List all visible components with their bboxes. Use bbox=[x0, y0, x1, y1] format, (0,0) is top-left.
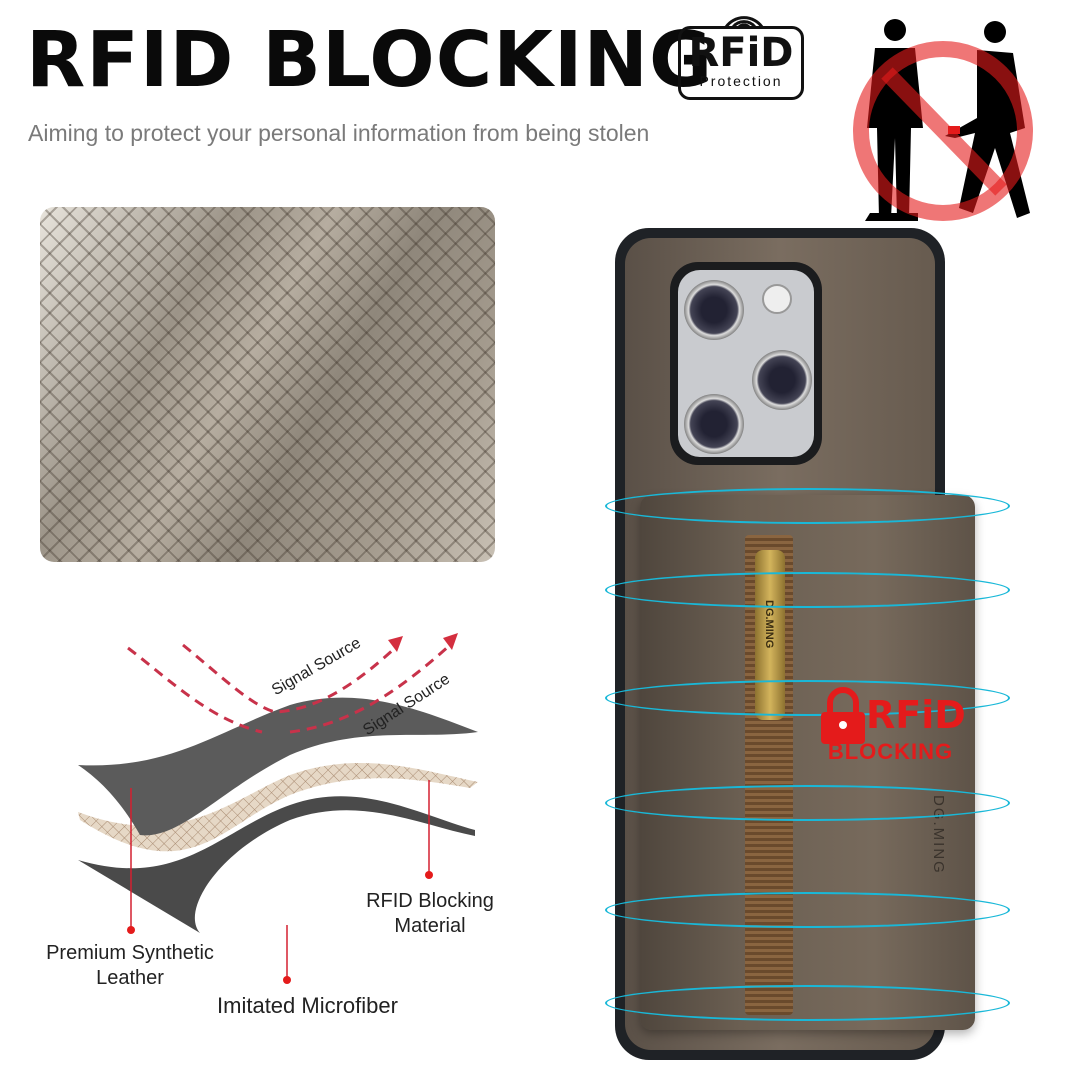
rfid-protection-badge: RFiD Protection bbox=[678, 16, 804, 100]
signal-ring bbox=[605, 985, 1010, 1021]
signal-ring bbox=[605, 680, 1010, 716]
camera-lens bbox=[684, 394, 744, 454]
flash bbox=[762, 284, 792, 314]
label-line: Material bbox=[394, 915, 466, 937]
layers-diagram bbox=[78, 633, 478, 984]
padlock-icon bbox=[821, 687, 865, 744]
microfiber-label: Imitated Microfiber bbox=[217, 993, 398, 1018]
page-title: RFID BLOCKING bbox=[26, 16, 714, 105]
rfid-fabric-photo bbox=[40, 207, 495, 562]
badge-sub-text: Protection bbox=[699, 73, 783, 89]
zipper-brand: DG.MING bbox=[763, 600, 775, 649]
page-subtitle: Aiming to protect your personal informat… bbox=[28, 120, 650, 146]
label-line: Leather bbox=[96, 967, 164, 989]
camera-module bbox=[670, 262, 822, 465]
rfid-blocking-logo: RFiD BLOCKING bbox=[818, 685, 966, 765]
signal-ring bbox=[605, 892, 1010, 928]
label-line: RFID Blocking bbox=[366, 890, 494, 912]
camera-lens bbox=[684, 280, 744, 340]
signal-ring bbox=[605, 488, 1010, 524]
leather-label: Premium Synthetic Leather bbox=[25, 941, 235, 991]
rfid-logo-text: RFiD bbox=[866, 693, 966, 737]
wifi-signal-icon bbox=[724, 16, 764, 29]
camera-lens bbox=[752, 350, 812, 410]
prohibited-pickpocket-icon bbox=[853, 19, 1033, 221]
signal-ring bbox=[605, 785, 1010, 821]
rfid-material-label: RFID Blocking Material bbox=[350, 889, 510, 939]
signal-ring bbox=[605, 572, 1010, 608]
badge-main-text: RFiD bbox=[688, 30, 794, 76]
label-line: Premium Synthetic bbox=[46, 942, 214, 964]
